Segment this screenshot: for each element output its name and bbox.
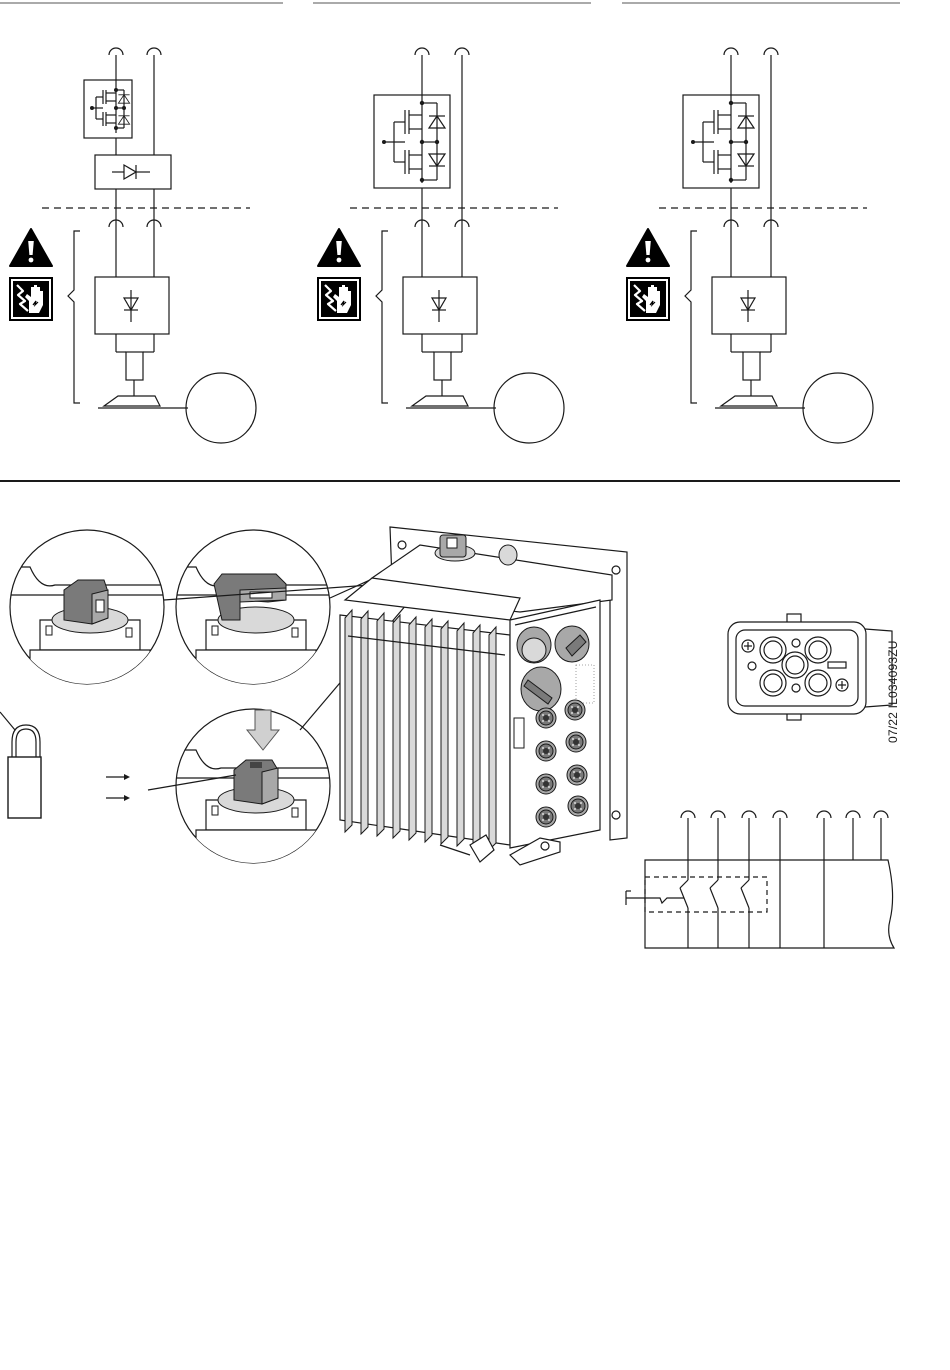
electric-shock-hand-icon bbox=[626, 277, 670, 321]
circuit-option-2 bbox=[317, 48, 564, 443]
warning-triangle-icon bbox=[318, 229, 360, 266]
drive-unit-isometric bbox=[340, 527, 627, 865]
rotary-switch bbox=[521, 667, 561, 711]
mosfet-switch-large bbox=[382, 100, 445, 183]
mosfet-switch-large bbox=[691, 100, 754, 183]
rectifier-diode bbox=[432, 290, 446, 322]
circuit-option-1 bbox=[9, 48, 256, 443]
step-arrows bbox=[106, 774, 130, 801]
warning-triangle-icon bbox=[627, 229, 669, 266]
rectifier-diode bbox=[741, 290, 755, 322]
warning-triangle-icon bbox=[10, 229, 52, 266]
electric-shock-hand-icon bbox=[9, 277, 53, 321]
electric-shock-hand-icon bbox=[317, 277, 361, 321]
rectifier-diode bbox=[124, 290, 138, 322]
padlock-icon bbox=[0, 712, 41, 818]
switch-detail-off bbox=[176, 530, 334, 690]
document-code: 07/22 IL034093ZU bbox=[886, 653, 900, 743]
series-diode bbox=[112, 165, 150, 179]
circuit-option-3 bbox=[626, 48, 873, 443]
connector-face bbox=[728, 614, 892, 720]
switch-detail-lockout bbox=[176, 709, 334, 870]
mosfet-switch-small bbox=[90, 85, 130, 133]
switch-detail-on bbox=[10, 530, 168, 690]
connector-wiring bbox=[626, 811, 894, 948]
